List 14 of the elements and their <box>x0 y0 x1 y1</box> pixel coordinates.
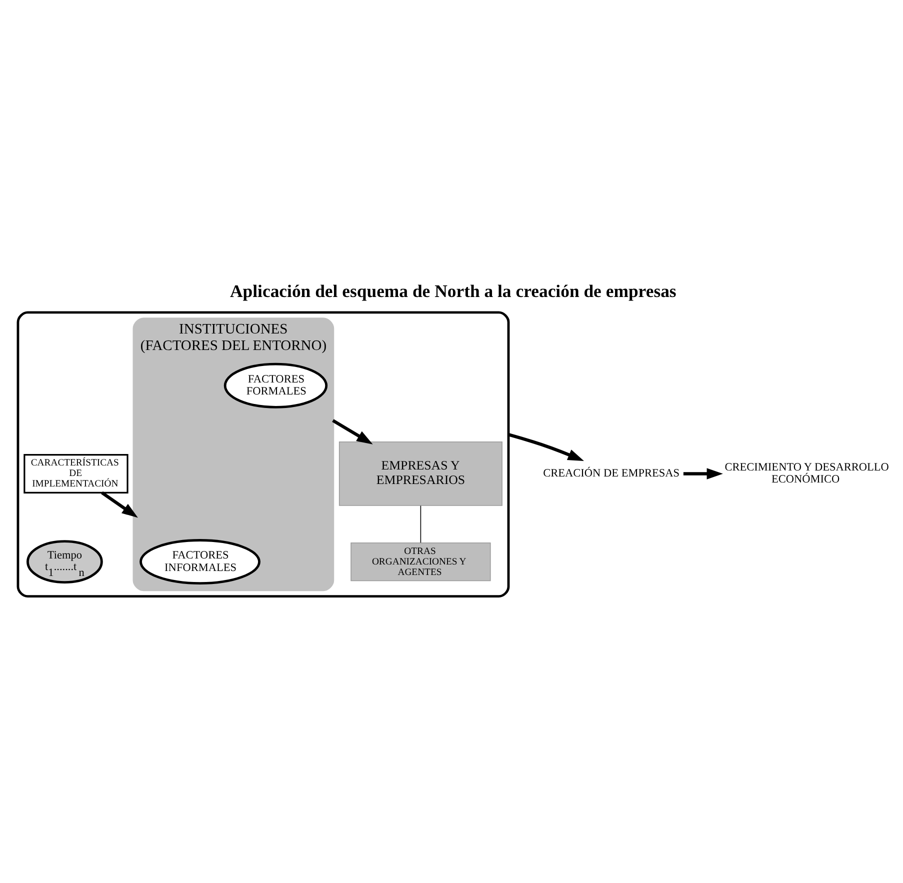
node-text: CRECIMIENTO Y DESARROLLO ECONÓMICO <box>724 462 889 486</box>
arrow <box>508 433 584 462</box>
arrow <box>332 419 373 444</box>
node-text: CREACIÓN DE EMPRESAS <box>543 468 680 480</box>
node-ellipse: FACTORES INFORMALES <box>140 539 260 585</box>
cluster <box>16 311 510 598</box>
arrow <box>101 491 138 518</box>
diagram-title: Aplicación del esquema de North a la creación de empresas <box>230 280 676 301</box>
node-ellipse: FACTORES FORMALES <box>224 362 328 408</box>
node-box: EMPRESAS Y EMPRESARIOS <box>338 442 502 506</box>
node-box: OTRAS ORGANIZACIONES Y AGENTES <box>350 542 491 582</box>
arrow <box>683 468 723 480</box>
node-box: CARACTERÍSTICAS DE IMPLEMENTACIÓN <box>24 454 128 494</box>
connector <box>420 505 422 544</box>
